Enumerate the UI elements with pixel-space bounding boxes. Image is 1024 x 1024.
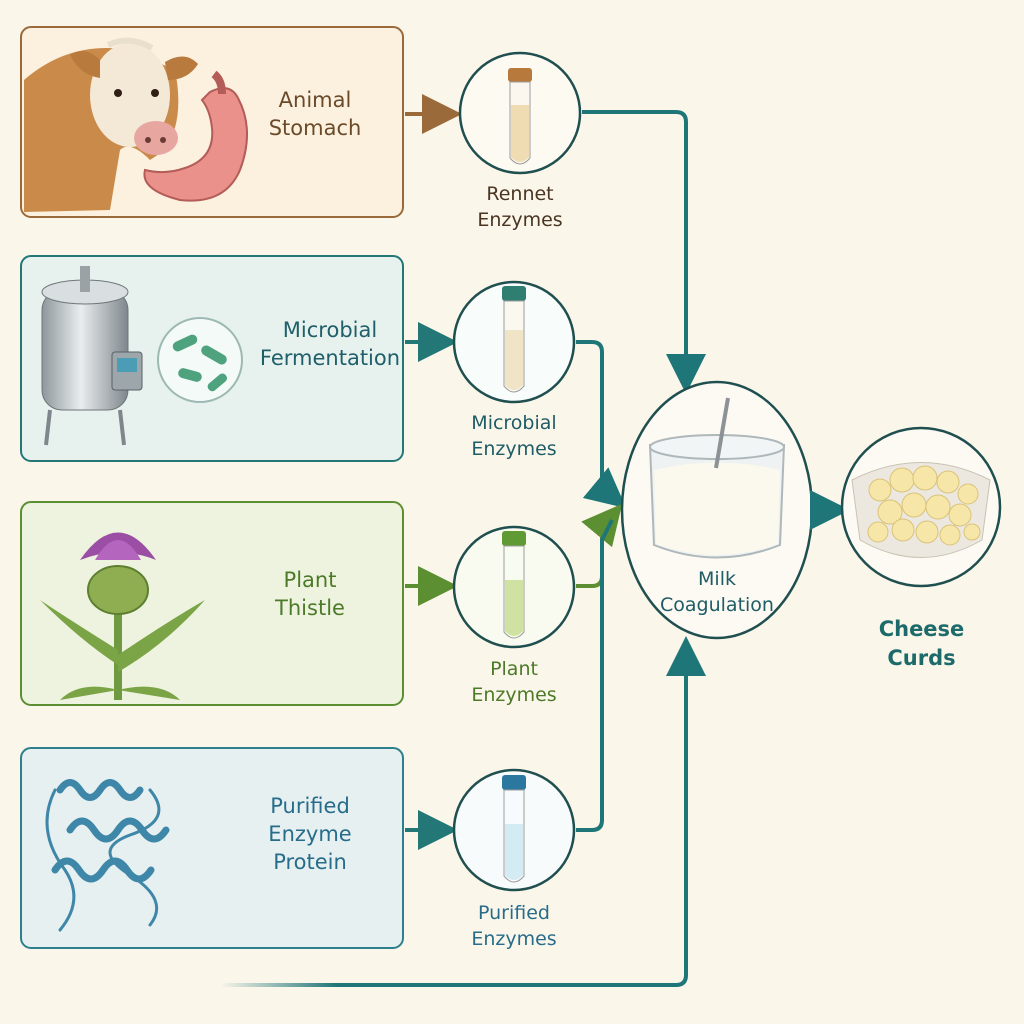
cow-icon [24, 37, 198, 212]
source-box-plant [20, 501, 404, 706]
result-label: Cheese Curds [878, 617, 965, 670]
coagulation-circle [620, 380, 814, 640]
enzyme-circle-microbial [452, 280, 576, 404]
curds-circle [840, 426, 1002, 588]
fermentation-tank-icon [41, 266, 143, 446]
test-tube-icon [502, 286, 526, 393]
stomach-icon [143, 70, 249, 202]
enzyme-label-plant: Plant Enzymes [471, 658, 557, 706]
test-tube-icon [502, 531, 526, 639]
flow-rennet-to-coagulation [582, 110, 706, 394]
enzyme-circle-rennet [458, 51, 582, 175]
source-box-animal [20, 26, 404, 218]
enzyme-label-rennet: Rennet Enzymes [477, 183, 563, 231]
source-box-microbial [20, 255, 404, 462]
enzyme-circle-purified [452, 768, 576, 892]
flow-microbial-to-coagulation [576, 340, 627, 509]
flow-purified-to-coagulation [576, 519, 614, 832]
enzyme-label-microbial: Microbial Enzymes [471, 412, 557, 460]
thistle-icon [40, 532, 205, 700]
cheese-curds-icon [851, 462, 991, 558]
test-tube-icon [508, 68, 532, 165]
source-label-purified: Purified Enzyme Protein [268, 794, 352, 874]
source-label-plant: Plant Thistle [275, 568, 345, 620]
enzyme-label-purified: Purified Enzymes [471, 902, 557, 950]
test-tube-icon [502, 775, 526, 883]
source-box-purified [20, 747, 404, 949]
enzyme-circle-plant [452, 525, 576, 649]
source-label-animal: Animal Stomach [268, 88, 362, 140]
milk-bowl-icon [648, 397, 786, 559]
protein-ribbon-icon [45, 779, 170, 932]
coagulation-label: Milk Coagulation [660, 568, 774, 616]
flow-bottom-to-coagulation [220, 636, 706, 987]
microbe-icon [157, 317, 243, 403]
source-label-microbial: Microbial Fermentation [259, 318, 401, 370]
